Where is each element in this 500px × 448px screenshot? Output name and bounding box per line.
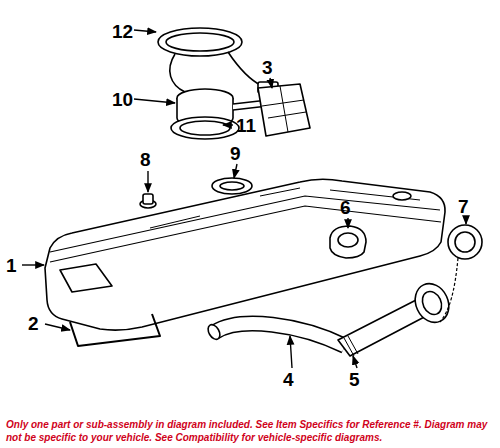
callout-number: 2 xyxy=(28,314,39,333)
tank-fitting xyxy=(393,192,411,200)
filler-hose xyxy=(215,324,345,346)
disclaimer-text: Only one part or sub-assembly in diagram… xyxy=(6,419,494,444)
lock-ring xyxy=(171,117,239,139)
neck-flange xyxy=(409,278,455,328)
hose-end xyxy=(206,323,223,342)
vent-valve-top xyxy=(143,194,153,204)
callout-number: 6 xyxy=(340,198,351,217)
shield-rib xyxy=(262,86,306,132)
wire xyxy=(170,52,262,92)
tank-recess xyxy=(60,264,112,292)
callout-number: 10 xyxy=(112,90,133,109)
pump-opening-inner xyxy=(220,182,244,190)
callout-number: 12 xyxy=(112,22,133,41)
tank-rib xyxy=(150,188,420,228)
callout-number: 1 xyxy=(6,256,17,275)
fuel-cap-center xyxy=(455,232,475,252)
callout-number: 3 xyxy=(262,58,273,77)
housing-hole xyxy=(338,233,358,247)
tank-strap xyxy=(70,314,160,346)
callout-number: 11 xyxy=(236,116,256,135)
cap-tether xyxy=(440,258,458,322)
leader-lines xyxy=(22,30,466,368)
disclaimer-box: Only one part or sub-assembly in diagram… xyxy=(2,417,498,446)
tank-seam xyxy=(50,196,441,262)
fuel-cap xyxy=(448,225,482,259)
filler-housing xyxy=(330,226,366,258)
filler-hose-outline xyxy=(215,324,345,346)
callout-number: 9 xyxy=(230,144,241,163)
wiring-ring xyxy=(158,28,242,56)
callout-number: 8 xyxy=(140,150,151,169)
lock-ring-inner xyxy=(180,121,230,135)
fuel-tank xyxy=(45,179,445,330)
neck-opening xyxy=(419,288,445,317)
pump-opening xyxy=(212,178,252,194)
wiring-ring-inner xyxy=(166,33,234,51)
callout-number: 7 xyxy=(458,197,469,216)
callout-number: 5 xyxy=(349,370,360,389)
callout-number: 4 xyxy=(283,370,294,389)
heat-shield xyxy=(258,84,310,136)
neck-band xyxy=(344,336,358,356)
